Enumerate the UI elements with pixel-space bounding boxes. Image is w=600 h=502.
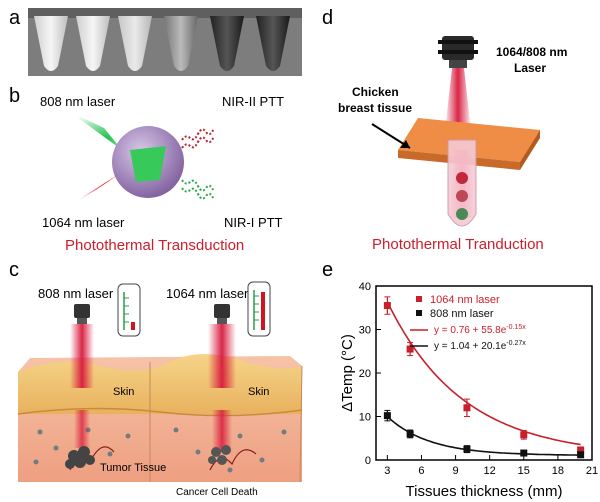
x-tick-label: 18: [552, 465, 564, 477]
data-point-1064: [463, 404, 471, 412]
data-point-808: [406, 430, 414, 438]
fit-curve-808: [386, 416, 581, 456]
panel-c-caption: Cancer Cell Death: [176, 487, 258, 498]
laser-device-d: [438, 36, 478, 68]
y-tick-label: 20: [359, 368, 371, 380]
tissue-label-d-line1: Chicken: [352, 85, 399, 99]
legend-label-1064: 1064 nm laser: [430, 294, 500, 306]
y-axis-label: ΔTemp (°C): [339, 334, 356, 412]
x-tick-label: 12: [484, 465, 496, 477]
y-tick-label: 10: [359, 412, 371, 424]
x-tick-label: 6: [418, 465, 424, 477]
panel-letter-c: c: [9, 259, 19, 281]
data-point-1064: [406, 345, 414, 353]
vial-6: [256, 16, 290, 71]
skin-label-right: Skin: [248, 386, 269, 398]
data-point-1064: [520, 431, 528, 439]
nir1-ptt-label: NIR-I PTT: [224, 215, 283, 230]
laser-label-d-line1: 1064/808 nm: [496, 45, 567, 59]
vial-5: [210, 16, 244, 71]
data-point-808: [383, 412, 391, 420]
laser-1064-label: 1064 nm laser: [42, 215, 125, 230]
panel-b-caption: Photothermal Transduction: [65, 237, 244, 254]
legend-marker-1064: [416, 296, 422, 302]
red-laser-cone: [70, 172, 122, 205]
laser-1064-label-c: 1064 nm laser: [166, 286, 249, 301]
data-point-808: [577, 451, 585, 459]
fit-curve-1064: [386, 301, 581, 446]
test-tube: [447, 139, 477, 227]
x-axis-label: Tissues thickness (mm): [406, 483, 563, 500]
legend-marker-808: [416, 310, 422, 316]
panel-d-caption: Photothermal Tranduction: [372, 236, 544, 253]
vial-4: [164, 16, 198, 71]
y-tick-label: 30: [359, 325, 371, 337]
tissue-label-d-line2: breast tissue: [338, 101, 412, 115]
data-point-808: [520, 449, 528, 457]
x-tick-label: 21: [586, 465, 598, 477]
x-tick-label: 15: [518, 465, 530, 477]
vial-3: [118, 16, 152, 71]
data-point-1064: [577, 446, 585, 454]
panel-letter-e: e: [322, 259, 333, 281]
tumor-cluster-right: [208, 445, 231, 465]
fit-equation-808: y = 1.04 + 20.1e-0.27x: [434, 340, 526, 352]
vial-2: [76, 16, 110, 71]
skin-label-left: Skin: [113, 386, 134, 398]
tumor-tissue-label: Tumor Tissue: [100, 462, 166, 474]
panel-letter-b: b: [9, 85, 20, 107]
panel-letter-d: d: [322, 7, 333, 29]
vial-photo: [28, 8, 302, 76]
nir2-heat-wave-icon: [181, 127, 215, 141]
arrow-head-icon: [400, 140, 410, 148]
y-tick-label: 0: [365, 455, 371, 467]
nanoparticle-icon: [112, 126, 184, 198]
x-tick-label: 3: [384, 465, 390, 477]
nir1-heat-wave-icon: [181, 187, 215, 201]
green-laser-cone: [70, 112, 122, 150]
laser-label-d-line2: Laser: [514, 61, 546, 75]
panel-letter-a: a: [9, 7, 21, 29]
fit-equation-1064: y = 0.76 + 55.8e-0.15x: [434, 324, 526, 336]
nir2-ptt-label: NIR-II PTT: [222, 94, 284, 109]
y-tick-label: 40: [359, 281, 371, 293]
nir1-heat-wave-icon: [181, 179, 215, 193]
thermometer-high-icon: [247, 281, 271, 337]
tumor-cluster-left: [65, 446, 95, 469]
x-tick-label: 9: [453, 465, 459, 477]
laser-808-label-c: 808 nm laser: [38, 286, 114, 301]
thermometer-low-icon: [117, 283, 141, 337]
data-point-808: [463, 445, 471, 453]
data-point-1064: [383, 302, 391, 310]
laser-808-label: 808 nm laser: [40, 94, 116, 109]
laser-device-1064: [208, 304, 236, 452]
nir2-heat-wave-icon: [181, 135, 215, 149]
legend-label-808: 808 nm laser: [430, 308, 494, 320]
vial-1: [34, 16, 68, 71]
laser-device-808: [70, 304, 94, 448]
